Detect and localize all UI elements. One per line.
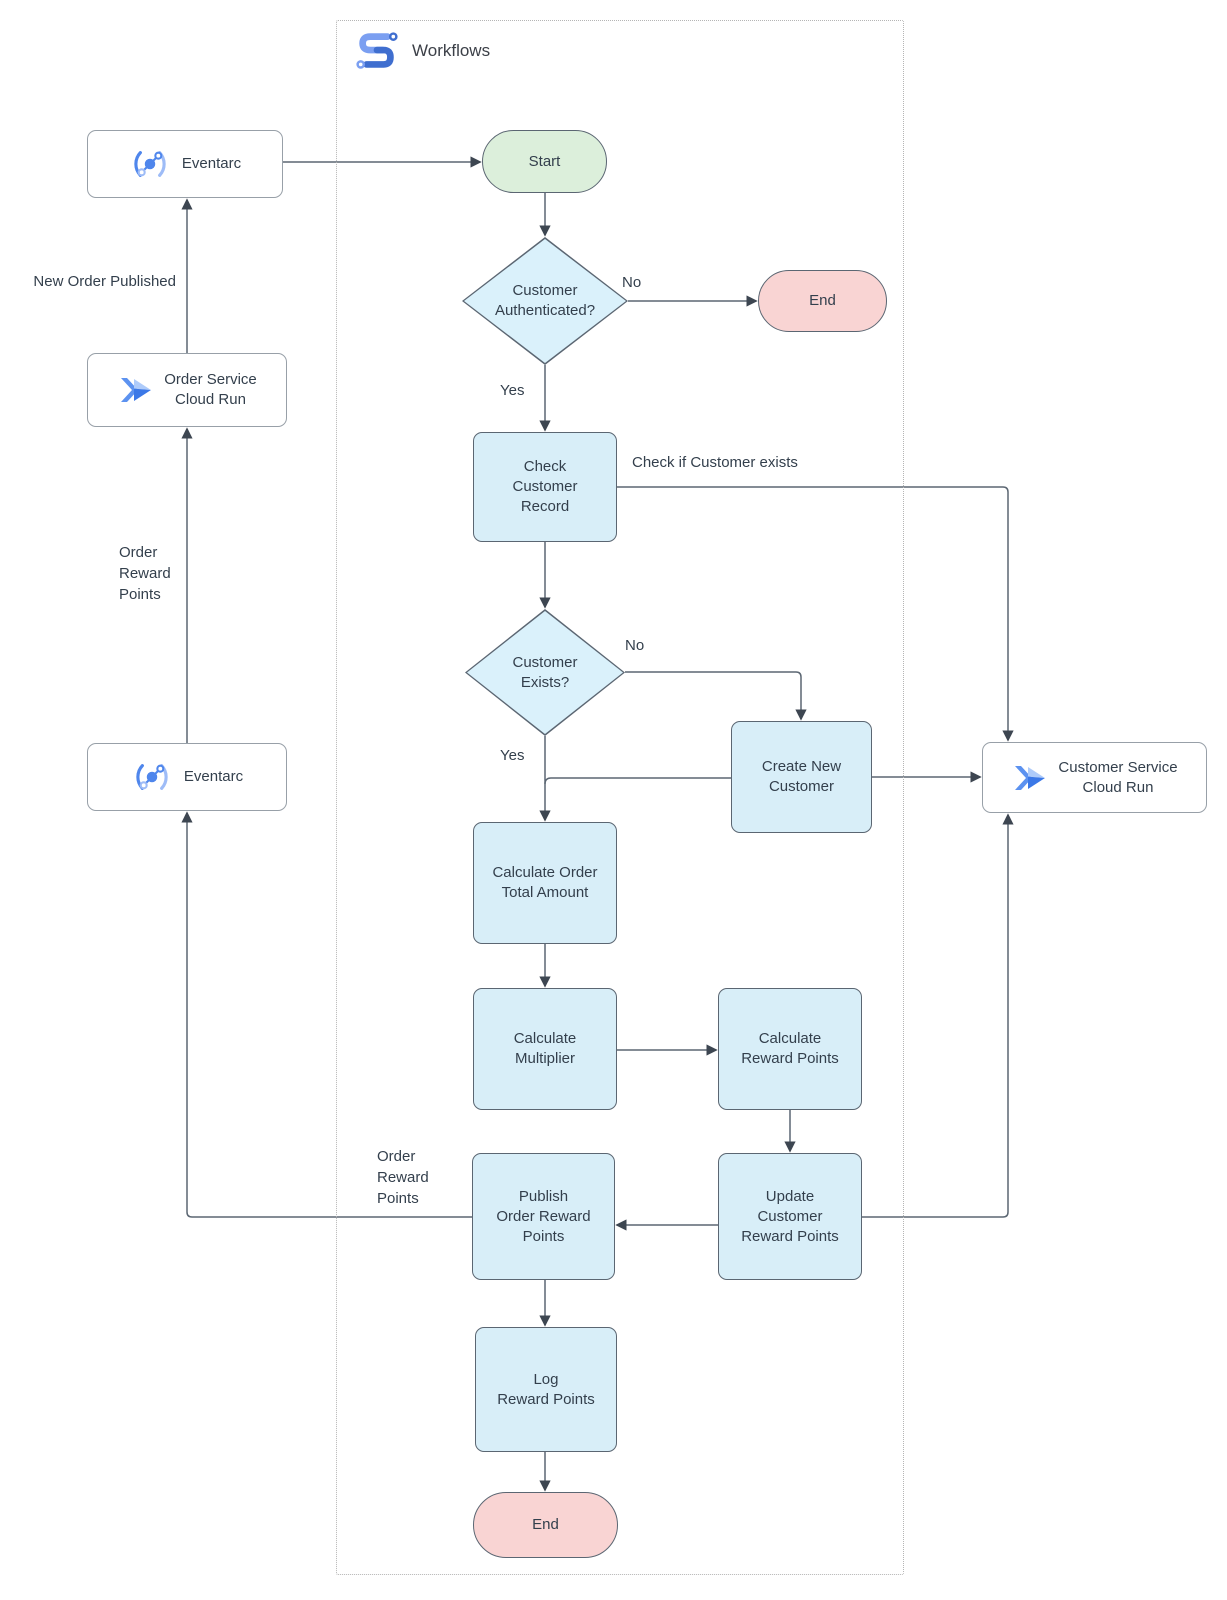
node-start[interactable]: Start [482, 130, 607, 193]
workflows-title: Workflows [412, 41, 491, 60]
node-calculate-multiplier[interactable]: Calculate Multiplier [473, 988, 617, 1110]
cloud-run-icon [121, 378, 152, 402]
label-check-if-customer-exists: Check if Customer exists [632, 454, 798, 471]
node-update-customer-reward-points[interactable]: Update Customer Reward Points [718, 1153, 862, 1280]
node-label: End [809, 292, 836, 309]
node-label: Order Service Cloud Run [164, 371, 257, 408]
node-customer-exists[interactable]: Customer Exists? [465, 609, 625, 736]
node-label: Eventarc [183, 768, 244, 785]
edge-exists-no-to-create [625, 671, 807, 721]
label-yes-authenticated: Yes [500, 382, 525, 399]
node-check-customer-record[interactable]: Check Customer Record [473, 432, 617, 542]
node-create-new-customer[interactable]: Create New Customer [731, 721, 872, 833]
node-end-bottom[interactable]: End [473, 1492, 618, 1558]
workflows-header: Workflows [354, 28, 490, 74]
node-label: End [532, 1516, 559, 1533]
label-new-order-published: New Order Published [33, 273, 176, 290]
label-order-reward-points-publish: Order Reward Points [377, 1148, 429, 1207]
node-calculate-reward-points[interactable]: Calculate Reward Points [718, 988, 862, 1110]
label-yes-exists: Yes [500, 747, 525, 764]
node-log-reward-points[interactable]: Log Reward Points [475, 1327, 617, 1452]
node-label: Start [528, 152, 561, 170]
edge-check-to-customer-service [617, 486, 1014, 742]
node-customer-authenticated[interactable]: Customer Authenticated? [462, 237, 628, 365]
edge-update-to-customer-service [862, 813, 1014, 1218]
node-end-top[interactable]: End [758, 270, 887, 332]
node-eventarc-bottom[interactable]: Eventarc [87, 743, 287, 811]
label-no-authenticated: No [622, 274, 642, 291]
edge-create-merge-to-yes-path [544, 777, 731, 785]
node-calculate-order-total[interactable]: Calculate Order Total Amount [473, 822, 617, 944]
eventarc-icon [134, 151, 166, 177]
workflows-icon [356, 32, 398, 69]
node-publish-order-reward-points[interactable]: Publish Order Reward Points [472, 1153, 615, 1280]
label-order-reward-points-left: Order Reward Points [119, 544, 171, 603]
node-label: Customer Exists? [512, 653, 578, 691]
node-label: Eventarc [181, 155, 242, 172]
node-label: Customer Authenticated? [494, 282, 596, 319]
node-order-service-cloud-run[interactable]: Order Service Cloud Run [87, 353, 287, 427]
eventarc-icon [136, 764, 168, 790]
node-customer-service-cloud-run[interactable]: Customer Service Cloud Run [982, 742, 1207, 813]
node-label: Customer Service Cloud Run [1058, 758, 1178, 796]
workflows-container [336, 20, 904, 1575]
node-eventarc-top[interactable]: Eventarc [87, 130, 283, 198]
label-no-exists: No [625, 637, 645, 654]
edge-publish-to-eventarc-bottom [181, 811, 472, 1218]
cloud-run-icon [1015, 765, 1046, 790]
